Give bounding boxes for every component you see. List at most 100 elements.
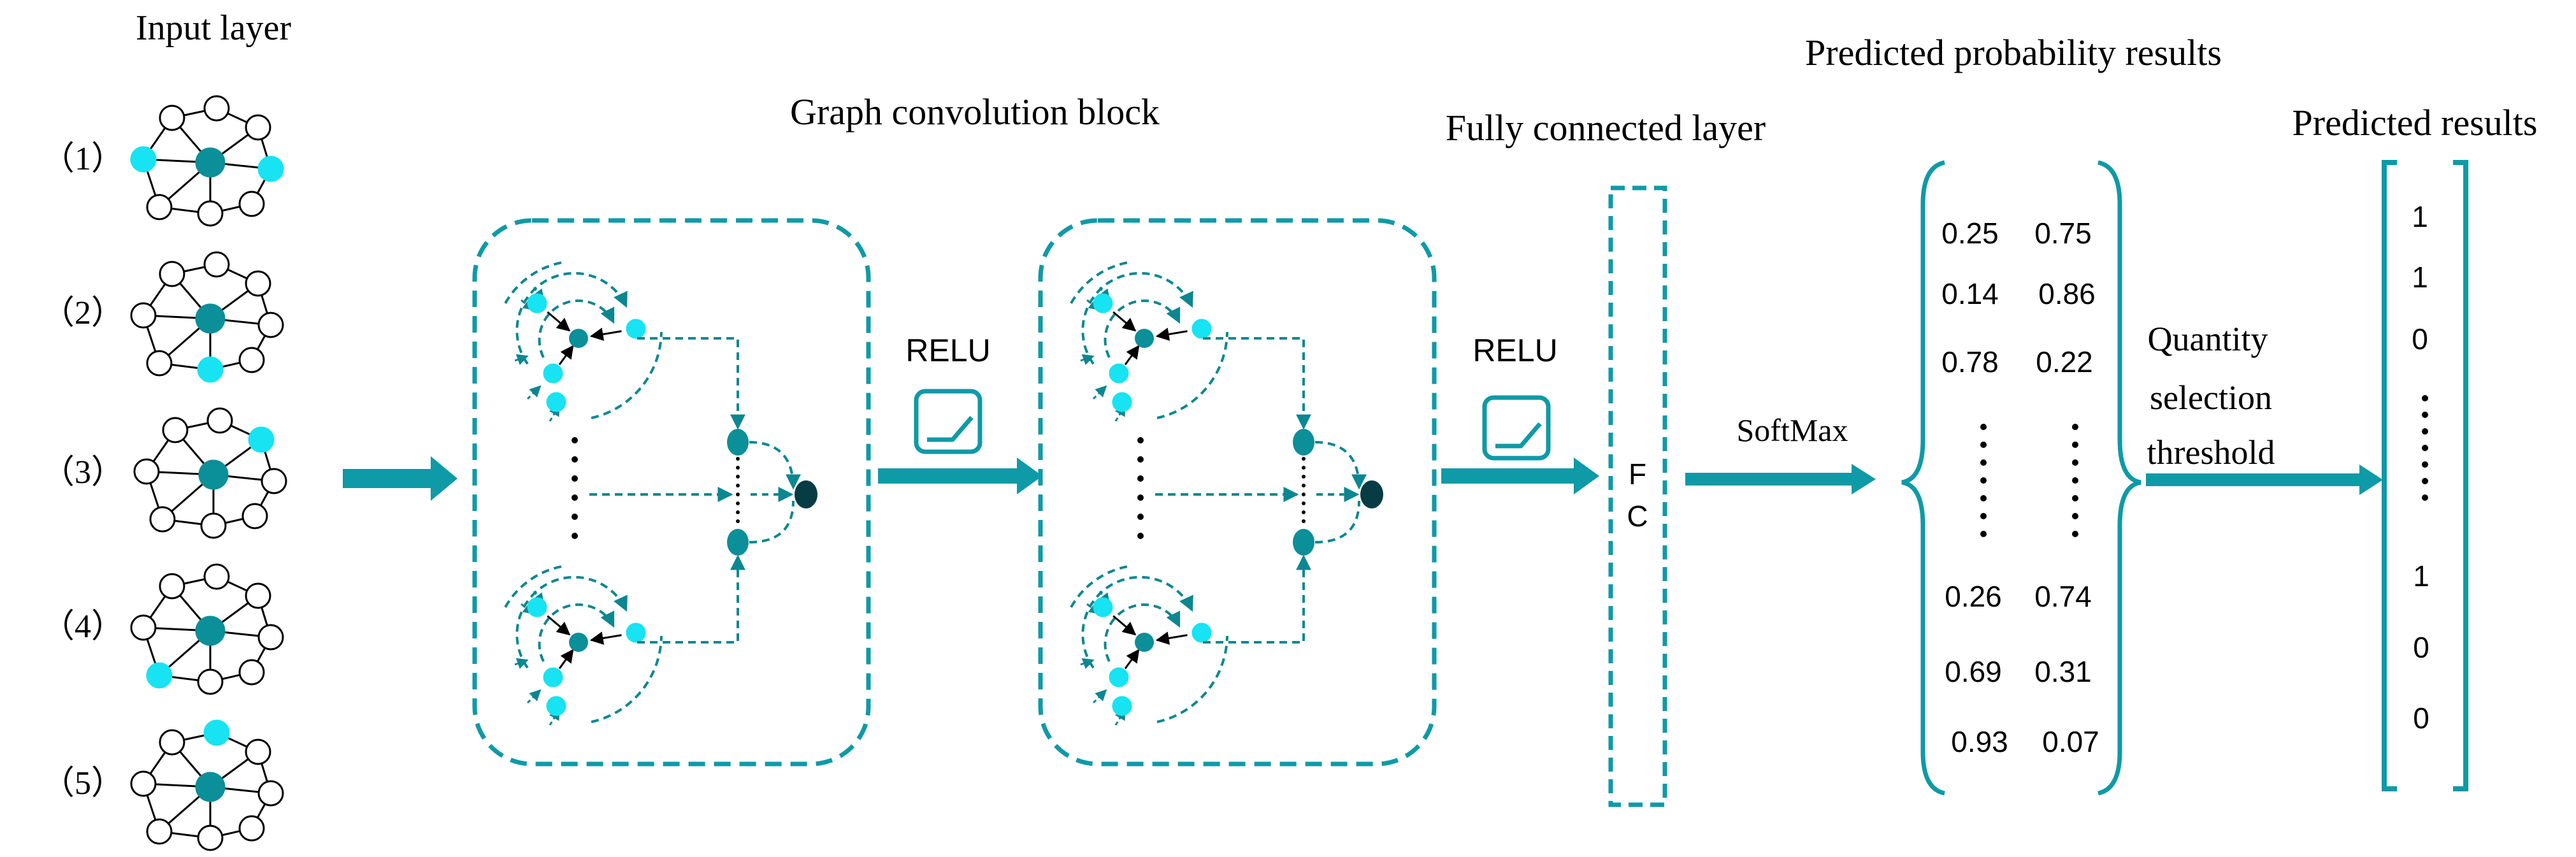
neighbor-node <box>626 319 646 339</box>
graph-center-node <box>195 772 226 802</box>
aggregation-arrow <box>1155 631 1188 645</box>
result-2: 1 <box>2412 261 2428 294</box>
graph-node <box>238 659 265 686</box>
relu-1-label: RELU <box>905 333 990 368</box>
gcn-vdots <box>572 437 578 539</box>
prob-r3-c1: 0.78 <box>1941 345 1999 378</box>
route-top <box>637 337 745 430</box>
neighbor-node <box>1109 363 1129 384</box>
vdot <box>572 456 578 463</box>
agg-dot <box>736 484 740 487</box>
result-1: 1 <box>2412 200 2428 233</box>
graph-node <box>203 251 230 278</box>
aggregation-arrow <box>1112 311 1137 332</box>
agg-dot <box>1302 484 1306 487</box>
graph-node <box>248 426 275 453</box>
graph-node <box>146 818 173 845</box>
prob-r5-c1: 0.69 <box>1945 655 2002 688</box>
input-graph-3 <box>133 407 287 539</box>
neighbor-node <box>1112 392 1132 412</box>
graph-label-2: （2） <box>41 295 124 331</box>
prob-r2-c1: 0.14 <box>1941 277 1999 310</box>
graph-node <box>159 261 185 287</box>
graph-node <box>261 468 287 494</box>
graph-node <box>197 356 224 383</box>
graph-conv-title: Graph convolution block <box>790 91 1160 133</box>
prob-r3-c2: 0.22 <box>2036 345 2093 378</box>
graph-center-node <box>195 303 226 334</box>
agg-dot <box>736 475 740 479</box>
vdot <box>572 475 578 482</box>
center-node <box>1135 633 1154 652</box>
incoming-tick <box>514 354 529 365</box>
incoming-tick <box>1080 354 1095 365</box>
incoming-tick <box>1092 385 1107 400</box>
results-vdots <box>2422 395 2428 501</box>
input-graph-2 <box>130 251 284 383</box>
graph-node <box>149 506 176 533</box>
prob-r2-c2: 0.86 <box>2038 277 2096 310</box>
prob-right-brace <box>2097 160 2141 796</box>
receptive-arc-outer <box>515 575 628 669</box>
agg-dot <box>1302 457 1306 461</box>
probabilities-title: Predicted probability results <box>1805 32 2222 73</box>
gcn-cluster-bottom <box>1070 565 1228 726</box>
agg-dot <box>736 493 740 496</box>
neighbor-node <box>1112 696 1132 716</box>
aggregation-arrow <box>1155 328 1188 341</box>
receptive-arc-top <box>504 565 566 608</box>
input-graph-5 <box>130 719 284 851</box>
graph-node <box>200 512 227 539</box>
graph-node <box>159 573 185 600</box>
aggregation-arrow <box>547 311 571 332</box>
graph-node <box>130 614 157 641</box>
aggregation-arrow <box>1124 345 1140 366</box>
receptive-arc-mid <box>1104 299 1181 358</box>
incoming-tick <box>526 689 542 704</box>
input-layer-title: Input layer <box>136 8 291 48</box>
receptive-arc-wide <box>1156 331 1228 419</box>
center-node <box>569 633 588 652</box>
neighbor-node <box>1093 293 1113 313</box>
prob-r1-c1: 0.25 <box>1941 217 1999 250</box>
gcn-block-1 <box>472 218 871 767</box>
agg-dot <box>1302 519 1306 523</box>
receptive-arc-outer <box>1081 575 1193 669</box>
fc-letter-f: F <box>1629 457 1646 491</box>
input-graph-4 <box>130 563 284 695</box>
fc-layer: F C <box>1608 185 1667 807</box>
graph-node <box>245 270 271 297</box>
graph-node <box>146 662 173 689</box>
agg-dot <box>736 457 740 461</box>
results-right-bracket <box>2453 160 2468 791</box>
vdot <box>1137 437 1144 443</box>
gcn-aggregation <box>1155 337 1383 644</box>
prob-left-brace <box>1901 160 1945 796</box>
route-top <box>1203 337 1311 430</box>
threshold-arrow: Quantity selection threshold <box>2146 320 2383 495</box>
aggregation-arrow <box>589 328 622 341</box>
prob-r5-c2: 0.31 <box>2034 655 2092 688</box>
result-6: 0 <box>2413 702 2429 735</box>
graph-node <box>238 347 265 373</box>
graph-node <box>159 104 185 131</box>
gcn-block-1-border <box>472 218 871 767</box>
fc-letter-c: C <box>1627 500 1648 533</box>
output-node <box>795 480 817 508</box>
receptive-arc-wide <box>591 331 663 419</box>
graph-node <box>257 312 284 338</box>
route-bottom <box>1203 554 1311 644</box>
vdot <box>1137 475 1144 482</box>
neighbor-node <box>546 696 566 716</box>
incoming-tick <box>514 658 529 669</box>
relu-1: RELU <box>878 333 1042 494</box>
graph-label-1: （1） <box>41 141 124 177</box>
softmax-label: SoftMax <box>1737 412 1848 448</box>
graph-label-5: （5） <box>41 765 124 802</box>
aggregation-node-bottom <box>727 529 749 556</box>
receptive-arc-outer <box>515 271 628 365</box>
graph-node <box>146 350 173 377</box>
agg-dot <box>736 501 740 505</box>
graph-node <box>245 114 271 141</box>
